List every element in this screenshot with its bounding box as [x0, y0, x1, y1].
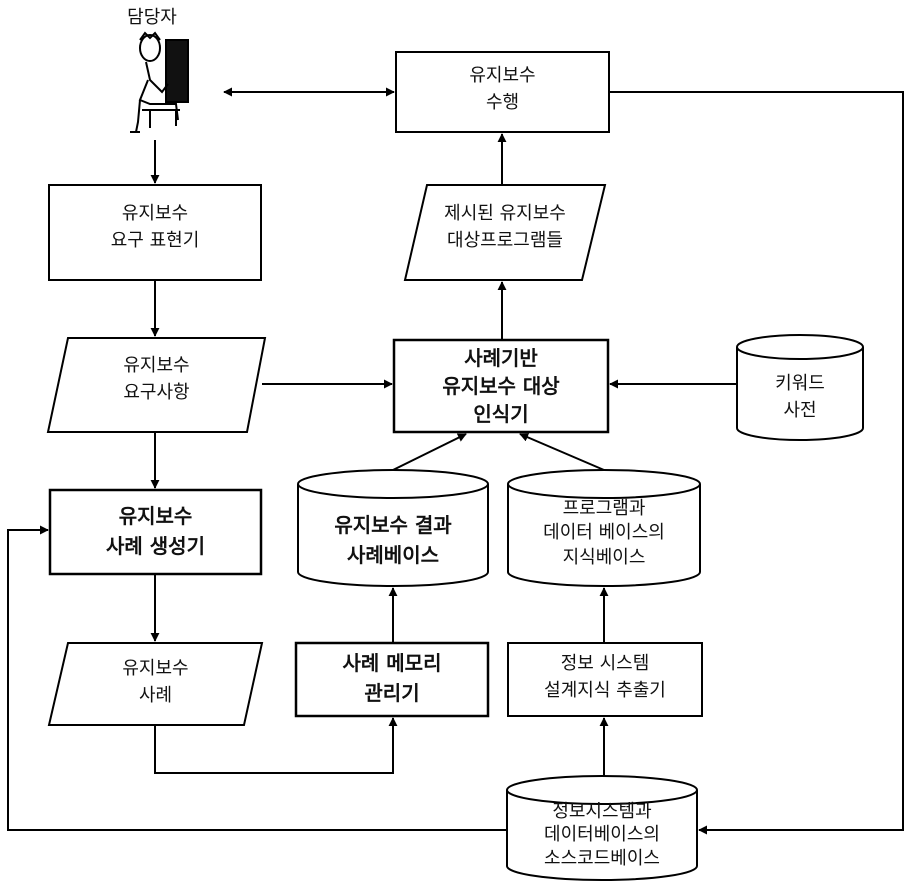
design-knowledge-extractor-box	[507, 642, 703, 717]
sourcebase-to-casegen-arrow	[7, 525, 507, 831]
maintenance-execution-line2: 수행	[485, 92, 520, 113]
keyword-dictionary-label: 키워드 사전	[737, 370, 863, 424]
maintenance-case-data	[47, 642, 264, 726]
maintenance-case-line2: 사례	[138, 685, 173, 706]
case-generator-label: 유지보수 사례 생성기	[50, 501, 261, 561]
requirements-line1: 유지보수	[123, 355, 190, 376]
recognizer-line2: 유지보수 대상	[442, 374, 560, 398]
keyword-dictionary-db	[736, 334, 864, 441]
presented-programs-line1: 제시된 유지보수	[444, 203, 566, 224]
knowledgebase-to-recognizer-arrow	[519, 433, 605, 471]
recognizer-line3: 인식기	[473, 402, 529, 426]
requirements-data	[46, 337, 267, 433]
design-knowledge-extractor-label: 정보 시스템 설계지식 추출기	[508, 650, 702, 704]
requirement-expresser-line1: 유지보수	[121, 203, 189, 224]
maintenance-execution-label: 유지보수 수행	[396, 62, 609, 116]
knowledge-base-db	[507, 469, 701, 587]
knowledge-base-line1: 프로그램과	[562, 498, 646, 519]
maintenance-execution-line1: 유지보수	[469, 65, 536, 86]
result-casebase-line2: 사례베이스	[347, 543, 439, 567]
result-casebase-line1: 유지보수 결과	[334, 513, 452, 537]
maintenance-case-label: 유지보수 사례	[49, 655, 262, 709]
presented-programs-line2: 대상프로그램들	[447, 230, 563, 251]
case-memory-manager-box	[294, 641, 490, 718]
person-at-computer-icon	[130, 31, 189, 133]
recognizer-box	[392, 338, 610, 434]
recognizer-line1: 사례기반	[464, 346, 538, 370]
knowledge-base-label: 프로그램과 데이터 베이스의 지식베이스	[508, 497, 700, 570]
requirement-expresser-line2: 요구 표현기	[110, 230, 200, 251]
actor-label: 담당자	[127, 7, 177, 28]
case-generator-line1: 유지보수	[118, 504, 193, 528]
keyword-dictionary-line1: 키워드	[775, 373, 825, 394]
case-memory-manager-line1: 사례 메모리	[342, 651, 442, 675]
source-code-base-db	[506, 775, 698, 881]
maintenance-execution-box	[395, 51, 610, 133]
result-casebase-db	[297, 469, 489, 587]
requirements-label: 유지보수 요구사항	[48, 352, 265, 406]
requirements-line2: 요구사항	[123, 382, 190, 403]
design-knowledge-extractor-line1: 정보 시스템	[560, 653, 650, 674]
design-knowledge-extractor-line2: 설계지식 추출기	[544, 680, 666, 701]
result-casebase-label: 유지보수 결과 사례베이스	[298, 510, 488, 570]
source-code-base-label: 정보시스템과 데이터베이스의 소스코드베이스	[507, 800, 697, 870]
requirement-expresser-box	[48, 184, 262, 281]
case-to-memmanager-arrow	[154, 717, 398, 774]
source-code-base-line3: 소스코드베이스	[544, 847, 660, 869]
casebase-to-recognizer-arrow	[392, 433, 467, 471]
requirement-expresser-label: 유지보수 요구 표현기	[49, 200, 261, 254]
knowledge-base-line3: 지식베이스	[562, 546, 646, 568]
case-generator-box	[48, 488, 263, 576]
source-code-base-line1: 정보시스템과	[552, 801, 652, 822]
execution-to-sourcebase-arrow	[609, 91, 904, 835]
source-code-base-line2: 데이터베이스의	[544, 824, 660, 846]
presented-programs-label: 제시된 유지보수 대상프로그램들	[405, 200, 605, 254]
case-generator-line2: 사례 생성기	[106, 534, 205, 558]
maintenance-case-line1: 유지보수	[122, 658, 189, 679]
recognizer-label: 사례기반 유지보수 대상 인식기	[394, 344, 608, 428]
keyword-dictionary-line2: 사전	[783, 400, 817, 421]
presented-programs-data	[403, 184, 607, 281]
case-memory-manager-line2: 관리기	[364, 681, 420, 705]
case-memory-manager-label: 사례 메모리 관리기	[296, 648, 488, 708]
knowledge-base-line2: 데이터 베이스의	[543, 522, 665, 544]
